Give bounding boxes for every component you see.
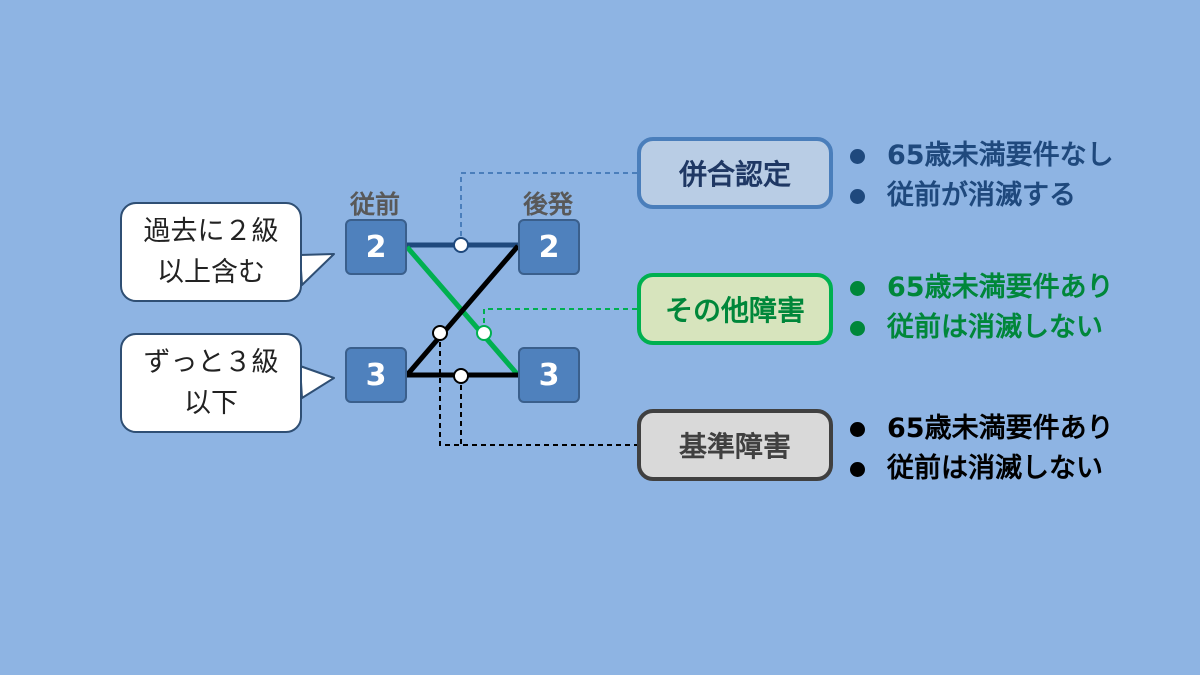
after-grade-3-box: 3: [518, 347, 580, 403]
base-dashed-connector-outer: [439, 333, 637, 446]
bubble-tail-past: [299, 253, 335, 286]
bullet-icon: [850, 188, 865, 204]
bullet-icon: [850, 280, 865, 296]
base-junction-dot-horizontal: [453, 368, 469, 384]
other-bullet-list: 65歳未満要件あり 従前は消滅しない: [850, 268, 1114, 348]
base-point-1: 65歳未満要件あり: [887, 413, 1114, 444]
merged-dashed-connector: [460, 172, 637, 245]
merged-point-1: 65歳未満要件なし: [887, 140, 1114, 171]
base-bullet-list: 65歳未満要件あり 従前は消滅しない: [850, 409, 1114, 489]
callout-always-grade-3: ずっと３級 以下: [120, 333, 302, 433]
bullet-icon: [850, 320, 865, 336]
list-item: 65歳未満要件あり: [850, 409, 1114, 449]
bullet-icon: [850, 148, 865, 164]
merged-point-2: 従前が消滅する: [887, 180, 1076, 211]
bullet-icon: [850, 461, 865, 477]
list-item: 65歳未満要件なし: [850, 136, 1114, 176]
category-base-box: 基準障害: [637, 409, 833, 481]
column-after-heading: 後発: [522, 190, 573, 219]
after-grade-2-box: 2: [518, 219, 580, 275]
list-item: 従前が消滅する: [850, 176, 1114, 216]
before-grade-3-box: 3: [345, 347, 407, 403]
base-point-2: 従前は消滅しない: [887, 453, 1103, 484]
bubble-tail-always: [299, 365, 335, 399]
callout-past-line1: 過去に２級: [143, 216, 279, 247]
other-point-2: 従前は消滅しない: [887, 312, 1103, 343]
callout-always-line1: ずっと３級: [143, 347, 279, 378]
bullet-icon: [850, 421, 865, 437]
merged-junction-dot: [453, 237, 469, 253]
other-point-1: 65歳未満要件あり: [887, 272, 1114, 303]
merged-bullet-list: 65歳未満要件なし 従前が消滅する: [850, 136, 1114, 216]
category-merged-box: 併合認定: [637, 137, 833, 209]
base-junction-dot-diagonal: [432, 325, 448, 341]
callout-always-line2: 以下: [184, 388, 238, 419]
column-before-heading: 従前: [349, 190, 400, 219]
other-dashed-connector: [483, 308, 637, 332]
before-grade-2-box: 2: [345, 219, 407, 275]
callout-past-grade-2: 過去に２級 以上含む: [120, 202, 302, 302]
list-item: 従前は消滅しない: [850, 308, 1114, 348]
base-diagonal-line: [405, 244, 520, 377]
other-junction-dot: [476, 325, 492, 341]
category-other-box: その他障害: [637, 273, 833, 345]
list-item: 65歳未満要件あり: [850, 268, 1114, 308]
callout-past-line2: 以上含む: [157, 257, 265, 288]
list-item: 従前は消滅しない: [850, 449, 1114, 489]
